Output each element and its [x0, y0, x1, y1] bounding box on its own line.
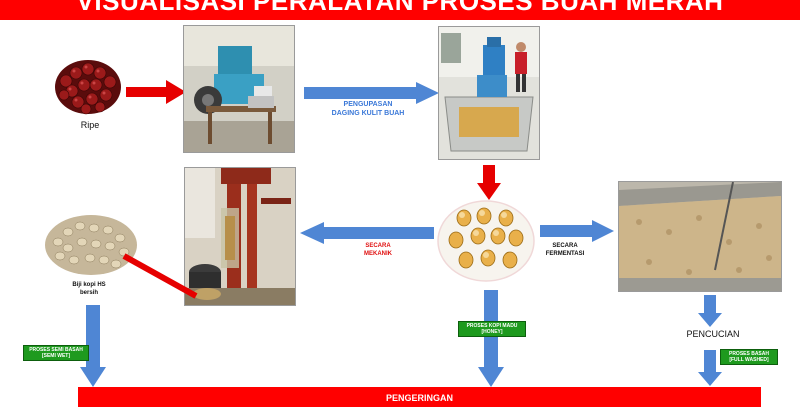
semi-wet-badge: PROSES SEMI BASAH [SEMI WET] — [23, 345, 89, 361]
drying-bar: PENGERINGAN — [78, 387, 761, 407]
pengupasan-label-line1: PENGUPASAN — [343, 101, 393, 108]
drying-label: PENGERINGAN — [385, 393, 453, 403]
biji-kopi-line2: bersih — [79, 290, 98, 296]
parchment-beans-photo — [436, 200, 536, 282]
arrow-down-to-washing — [698, 295, 722, 327]
honey-line1: PROSES KOPI MADU — [466, 323, 518, 329]
ripe-cherries-image — [52, 55, 124, 117]
pengupasan-label-line2: DAGING KULIT BUAH — [331, 110, 405, 117]
biji-kopi-label: Biji kopi HS bersih — [54, 281, 124, 297]
clean-hs-beans-image — [44, 214, 138, 276]
secara-mekanik-line2: MEKANIK — [364, 251, 392, 257]
arrow-down-semi-wet — [80, 305, 106, 387]
arrow-to-pulper — [126, 80, 186, 104]
pulping-tank-photo — [438, 26, 540, 160]
arrow-down-full-washed — [698, 350, 722, 386]
biji-kopi-line1: Biji kopi HS — [72, 282, 106, 288]
secara-fermentasi-line1: SECARA — [552, 243, 578, 249]
pengupasan-label: PENGUPASAN DAGING KULIT BUAH — [318, 100, 418, 118]
arrow-down-honey — [478, 290, 504, 387]
fermentation-tank-photo — [618, 181, 782, 292]
arrow-to-mechanical — [300, 222, 434, 244]
mechanical-demucilager-photo — [184, 167, 296, 306]
semi-wet-line2: [SEMI WET] — [41, 353, 71, 359]
connector-line — [120, 252, 200, 300]
arrow-down-to-parchment — [477, 165, 501, 200]
secara-mekanik-line1: SECARA — [365, 243, 391, 249]
full-washed-badge: PROSES BASAH [FULL WASHED] — [720, 349, 778, 365]
full-washed-line2: [FULL WASHED] — [729, 357, 769, 363]
pulper-machine-photo — [183, 25, 295, 153]
arrow-to-pulping-tank — [304, 82, 439, 104]
honey-badge: PROSES KOPI MADU [HONEY] — [458, 321, 526, 337]
secara-fermentasi-label: SECARA FERMENTASI — [538, 242, 592, 258]
title-bar: VISUALISASI PERALATAN PROSES BUAH MERAH — [0, 0, 800, 20]
secara-fermentasi-line2: FERMENTASI — [545, 251, 585, 257]
secara-mekanik-label: SECARA MEKANIK — [348, 242, 408, 258]
arrow-to-fermentation — [540, 220, 614, 242]
pencucian-label: PENCUCIAN — [686, 329, 740, 339]
ripe-label: Ripe — [80, 120, 100, 130]
semi-wet-line1: PROSES SEMI BASAH — [29, 347, 83, 353]
page-title: VISUALISASI PERALATAN PROSES BUAH MERAH — [76, 0, 724, 16]
full-washed-line1: PROSES BASAH — [728, 351, 769, 357]
honey-line2: [HONEY] — [481, 329, 503, 335]
